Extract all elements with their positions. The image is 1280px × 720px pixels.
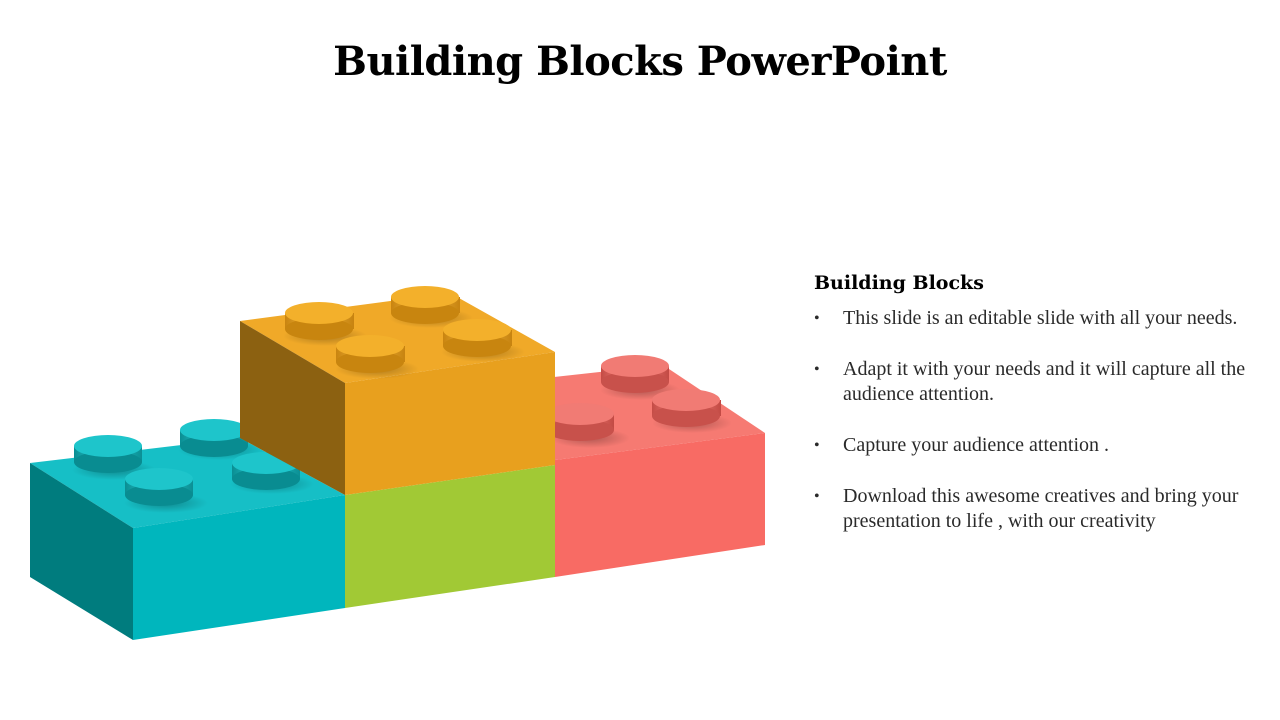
teal-stud <box>178 419 262 460</box>
teal-stud <box>230 452 314 494</box>
orange-brick <box>240 286 555 495</box>
slide-title: Building Blocks PowerPoint <box>333 38 947 85</box>
teal-brick <box>30 419 345 640</box>
coral-brick-front <box>555 433 765 577</box>
bullet-item: Adapt it with your needs and it will cap… <box>814 357 1254 407</box>
text-panel: Building Blocks This slide is an editabl… <box>814 272 1254 560</box>
bullet-item: Download this awesome creatives and brin… <box>814 484 1254 534</box>
bullet-item: Capture your audience attention . <box>814 433 1254 458</box>
bullet-item: This slide is an editable slide with all… <box>814 306 1254 331</box>
coral-stud <box>546 403 630 448</box>
teal-brick-side <box>30 463 133 640</box>
green-brick <box>345 465 555 608</box>
bullet-list: This slide is an editable slide with all… <box>814 306 1254 534</box>
panel-heading: Building Blocks <box>814 272 984 294</box>
green-brick-front <box>345 465 555 608</box>
orange-stud <box>335 335 419 379</box>
orange-brick-side <box>240 321 345 495</box>
orange-stud <box>441 319 525 362</box>
teal-stud <box>124 468 208 513</box>
coral-stud <box>652 389 732 433</box>
coral-brick <box>545 355 765 577</box>
coral-stud <box>600 355 680 400</box>
orange-brick-front <box>345 352 555 495</box>
teal-brick-front <box>133 495 345 640</box>
